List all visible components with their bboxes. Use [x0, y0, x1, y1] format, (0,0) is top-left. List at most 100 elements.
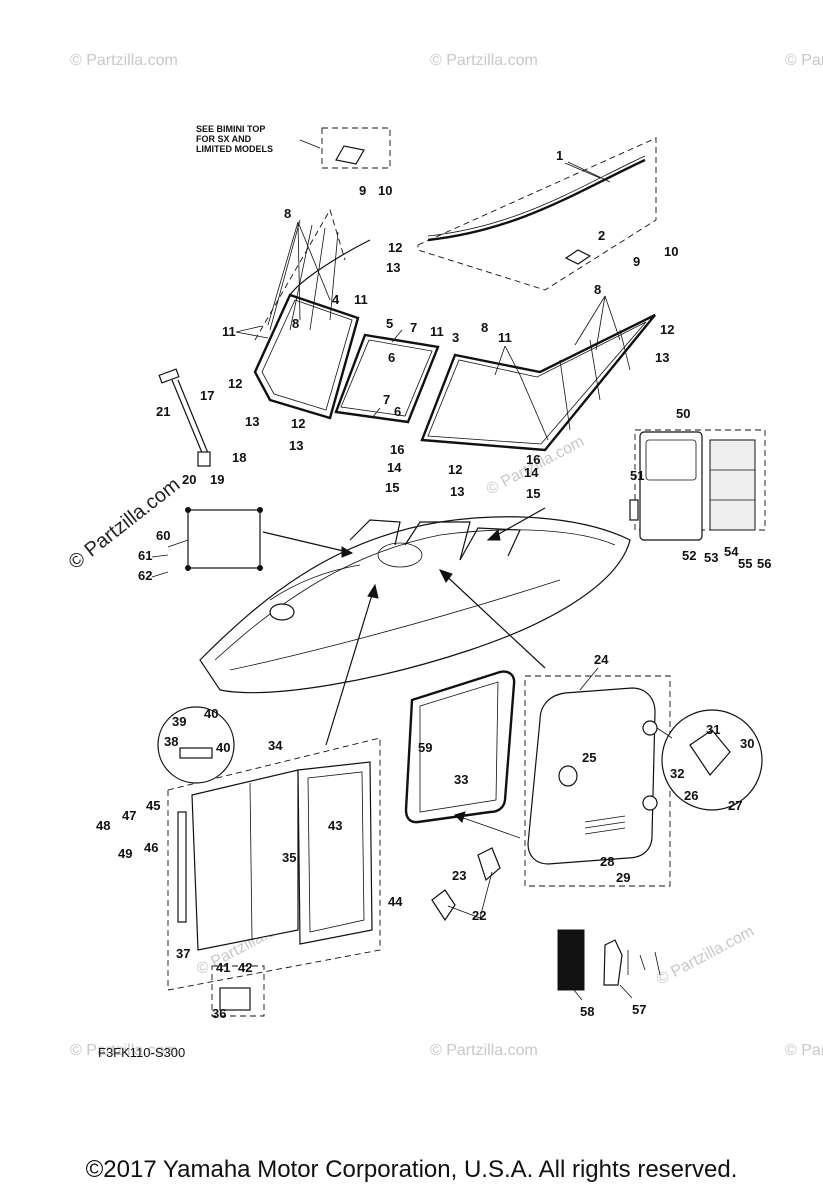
- callout-6b: 6: [394, 404, 401, 419]
- part-1-rail: [417, 137, 657, 291]
- callout-39: 39: [172, 714, 186, 729]
- leader-lines: [151, 162, 633, 1001]
- callout-13d: 13: [450, 484, 464, 499]
- seat-assembly-50: [629, 429, 766, 541]
- callout-19: 19: [210, 472, 224, 487]
- callout-15a: 15: [385, 480, 399, 495]
- callout-41: 41: [216, 960, 230, 975]
- windshield-right: [420, 313, 656, 452]
- callout-44: 44: [388, 894, 403, 909]
- callout-13b: 13: [245, 414, 259, 429]
- note-line-3: LIMITED MODELS: [196, 144, 273, 154]
- note-line-1: SEE BIMINI TOP: [196, 124, 265, 134]
- callout-8a: 8: [284, 206, 291, 221]
- callout-28: 28: [600, 854, 614, 869]
- callout-5: 5: [386, 316, 393, 331]
- callout-40b: 40: [216, 740, 230, 755]
- callout-49: 49: [118, 846, 132, 861]
- callout-29: 29: [616, 870, 630, 885]
- callout-8d: 8: [594, 282, 601, 297]
- callout-53: 53: [704, 550, 718, 565]
- callout-14a: 14: [387, 460, 402, 475]
- callout-25: 25: [582, 750, 596, 765]
- callout-23: 23: [452, 868, 466, 883]
- callout-31: 31: [706, 722, 720, 737]
- bimini-bracket: [335, 145, 365, 165]
- callout-3: 3: [452, 330, 459, 345]
- callout-36: 36: [212, 1006, 226, 1021]
- callout-16b: 16: [526, 452, 540, 467]
- parts-57-58: [557, 929, 661, 991]
- watermark-bottom-right: © Partzilla.com: [785, 1042, 823, 1059]
- watermark-top-left: © Partzilla.com: [70, 52, 178, 69]
- watermark-mid-left: © Partzilla.com: [65, 474, 185, 574]
- callout-61: 61: [138, 548, 152, 563]
- callout-26: 26: [684, 788, 698, 803]
- callout-12c: 12: [291, 416, 305, 431]
- callout-17: 17: [200, 388, 214, 403]
- callout-12a: 12: [388, 240, 402, 255]
- note-line-2: FOR SX AND: [196, 134, 252, 144]
- callout-59: 59: [418, 740, 432, 755]
- callout-11b: 11: [222, 324, 236, 339]
- diagram-code: F3FK110-S300: [98, 1045, 185, 1060]
- callout-1: 1: [556, 148, 563, 163]
- brackets-22: [431, 847, 501, 922]
- callout-12e: 12: [660, 322, 674, 337]
- callout-15b: 15: [526, 486, 540, 501]
- callout-11c: 11: [430, 324, 444, 339]
- bimini-box: [321, 127, 391, 169]
- callout-43: 43: [328, 818, 342, 833]
- callout-6a: 6: [388, 350, 395, 365]
- callout-11d: 11: [498, 330, 512, 345]
- callout-12b: 12: [228, 376, 242, 391]
- callout-12d: 12: [448, 462, 462, 477]
- boat-hull: [199, 516, 631, 694]
- callout-57: 57: [632, 1002, 646, 1017]
- callout-51: 51: [630, 468, 644, 483]
- callout-42: 42: [238, 960, 252, 975]
- bimini-note: SEE BIMINI TOP FOR SX AND LIMITED MODELS: [196, 124, 391, 169]
- callout-40a: 40: [204, 706, 218, 721]
- watermark-bottom-center: © Partzilla.com: [430, 1042, 538, 1059]
- copyright-footer: ©2017 Yamaha Motor Corporation, U.S.A. A…: [85, 1156, 738, 1183]
- callout-10b: 10: [664, 244, 678, 259]
- callout-21: 21: [156, 404, 170, 419]
- callout-50: 50: [676, 406, 690, 421]
- callout-54: 54: [724, 544, 739, 559]
- callout-24: 24: [594, 652, 609, 667]
- callout-47: 47: [122, 808, 136, 823]
- callout-16a: 16: [390, 442, 404, 457]
- callouts: 1 2 3 4 5 6 6 7 7 8 8 8 8 9 9 10 10 11 1…: [96, 148, 771, 1021]
- callout-33: 33: [454, 772, 468, 787]
- callout-2: 2: [598, 228, 605, 243]
- callout-60: 60: [156, 528, 170, 543]
- callout-9b: 9: [633, 254, 640, 269]
- callout-8c: 8: [481, 320, 488, 335]
- watermark-top-center: © Partzilla.com: [430, 52, 538, 69]
- callout-10a: 10: [378, 183, 392, 198]
- callout-13a: 13: [386, 260, 400, 275]
- panel-60: [185, 507, 263, 571]
- box-assembly-24: [524, 675, 763, 887]
- callout-34: 34: [268, 738, 283, 753]
- watermark-lower-right: © Partzilla.com: [654, 923, 757, 989]
- callout-30: 30: [740, 736, 754, 751]
- callout-35: 35: [282, 850, 296, 865]
- callout-22: 22: [472, 908, 486, 923]
- callout-8b: 8: [292, 316, 299, 331]
- callout-46: 46: [144, 840, 158, 855]
- callout-27: 27: [728, 798, 742, 813]
- callout-32: 32: [670, 766, 684, 781]
- callout-11a: 11: [354, 292, 368, 307]
- callout-4: 4: [332, 292, 340, 307]
- door-panel-34: [157, 706, 381, 1017]
- callout-38: 38: [164, 734, 178, 749]
- callout-37: 37: [176, 946, 190, 961]
- callout-62: 62: [138, 568, 152, 583]
- callout-18: 18: [232, 450, 246, 465]
- windshield-left: [253, 208, 371, 420]
- watermark-top-right: © Partzilla.com: [785, 52, 823, 69]
- callout-56: 56: [757, 556, 771, 571]
- callout-55: 55: [738, 556, 752, 571]
